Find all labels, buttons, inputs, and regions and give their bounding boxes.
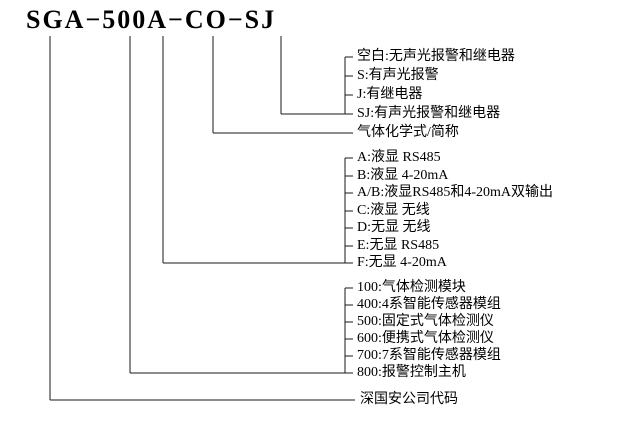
model-code-title: SGA−500A−CO−SJ [26, 5, 277, 34]
output-option-ab-label: A/B:液显RS485和4-20mA双输出 [357, 185, 554, 200]
series-option-600-label: 600:便携式气体检测仪 [357, 331, 494, 346]
output-option-f-label: F:无显 4-20mA [357, 255, 447, 270]
output-option-a-label: A:液显 RS485 [357, 150, 441, 165]
series-option-800-label: 800:报警控制主机 [357, 365, 466, 380]
company-code-label: 深国安公司代码 [360, 392, 458, 407]
alarm-option-sj-label: SJ:有声光报警和继电器 [357, 106, 501, 121]
gas-formula-label: 气体化学式/简称 [357, 125, 459, 140]
alarm-option-j-label: J:有继电器 [357, 87, 423, 102]
output-option-c-label: C:液显 无线 [357, 203, 430, 218]
series-option-100-label: 100:气体检测模块 [357, 280, 466, 295]
output-option-d-label: D:无显 无线 [357, 220, 431, 235]
series-option-500-label: 500:固定式气体检测仪 [357, 314, 494, 329]
alarm-option-blank-label: 空白:无声光报警和继电器 [357, 49, 515, 64]
output-option-b-label: B:液显 4-20mA [357, 168, 449, 183]
series-option-400-label: 400:4系智能传感器模组 [357, 297, 501, 312]
alarm-option-s-label: S:有声光报警 [357, 68, 439, 83]
output-option-e-label: E:无显 RS485 [357, 238, 440, 253]
series-option-700-label: 700:7系智能传感器模组 [357, 348, 501, 363]
